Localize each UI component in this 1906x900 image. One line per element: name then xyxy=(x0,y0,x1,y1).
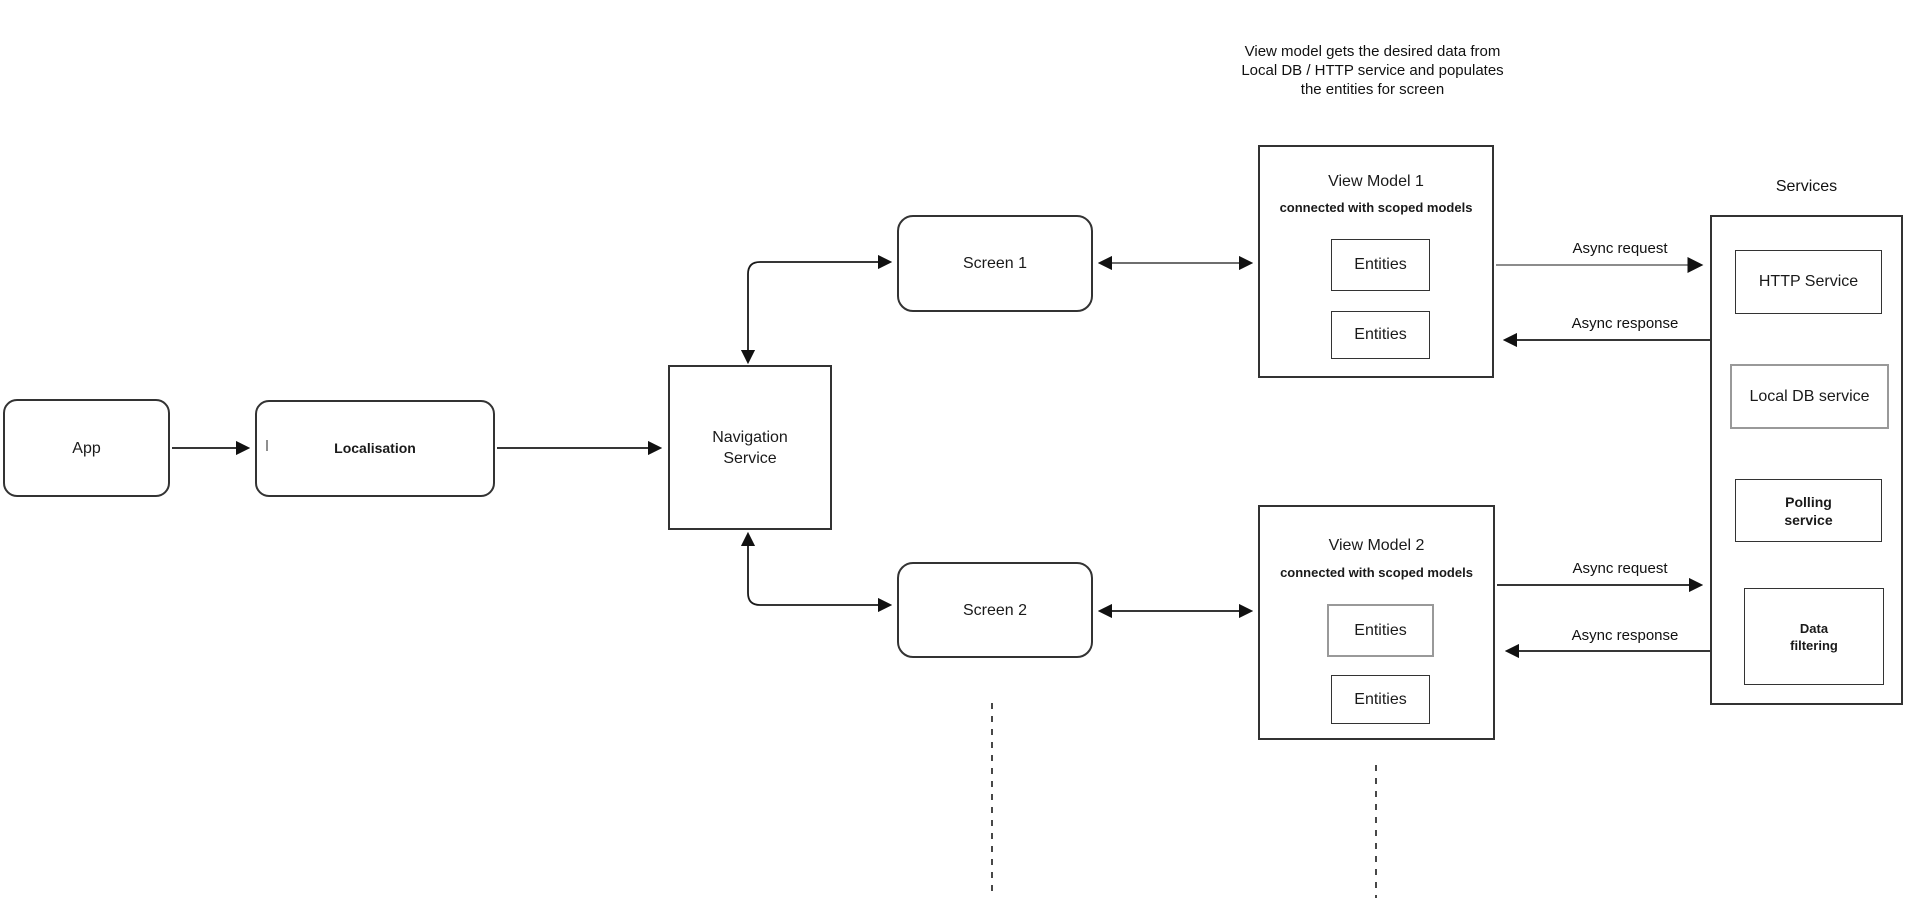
services-title: Services xyxy=(1775,178,1838,195)
navigation-service-label: Navigation Service xyxy=(712,428,788,467)
async-request-label: Async request xyxy=(1572,240,1668,257)
localisation-label: Localisation xyxy=(334,440,416,456)
arrow-navigation-screen1 xyxy=(740,254,893,365)
view-model-1-title: View Model 1 xyxy=(1328,173,1424,190)
entities-label: Entities xyxy=(1354,326,1407,343)
app-label: App xyxy=(72,439,101,457)
http-service-node: HTTP Service xyxy=(1735,250,1882,314)
entities-box: Entities xyxy=(1331,675,1430,724)
data-filtering-node: Data filtering xyxy=(1744,588,1884,685)
view-model-1-node: View Model 1 connected with scoped model… xyxy=(1258,145,1494,378)
entities-box: Entities xyxy=(1331,311,1430,359)
localisation-node: Localisation xyxy=(255,400,495,497)
entities-label: Entities xyxy=(1354,621,1407,639)
screen-2-label: Screen 2 xyxy=(962,601,1028,619)
view-model-2-node: View Model 2 connected with scoped model… xyxy=(1258,505,1495,740)
view-model-1-subtitle: connected with scoped models xyxy=(1279,200,1473,215)
polling-service-label: Polling service xyxy=(1784,493,1833,528)
entities-box: Entities xyxy=(1327,604,1434,657)
entities-box: Entities xyxy=(1331,239,1430,291)
arrow-navigation-screen2 xyxy=(740,531,893,613)
services-group: HTTP Service Local DB service Polling se… xyxy=(1710,215,1903,705)
diagram-note: View model gets the desired data from Lo… xyxy=(1241,43,1504,98)
http-service-label: HTTP Service xyxy=(1758,273,1859,290)
view-model-2-title: View Model 2 xyxy=(1328,537,1425,554)
view-model-2-subtitle: connected with scoped models xyxy=(1280,565,1473,580)
async-response-label: Async response xyxy=(1571,315,1679,332)
entities-label: Entities xyxy=(1354,256,1407,273)
data-filtering-label: Data filtering xyxy=(1790,620,1838,653)
local-db-service-label: Local DB service xyxy=(1749,387,1870,405)
app-node: App xyxy=(3,399,170,497)
text-cursor-artifact xyxy=(266,440,268,451)
local-db-service-node: Local DB service xyxy=(1730,364,1889,429)
entities-label: Entities xyxy=(1354,690,1407,708)
async-response-label: Async response xyxy=(1571,627,1679,644)
polling-service-node: Polling service xyxy=(1735,479,1882,542)
screen-1-node: Screen 1 xyxy=(897,215,1093,312)
navigation-service-node: Navigation Service xyxy=(668,365,832,530)
screen-1-label: Screen 1 xyxy=(962,255,1028,272)
async-request-label: Async request xyxy=(1572,560,1668,577)
screen-2-node: Screen 2 xyxy=(897,562,1093,658)
